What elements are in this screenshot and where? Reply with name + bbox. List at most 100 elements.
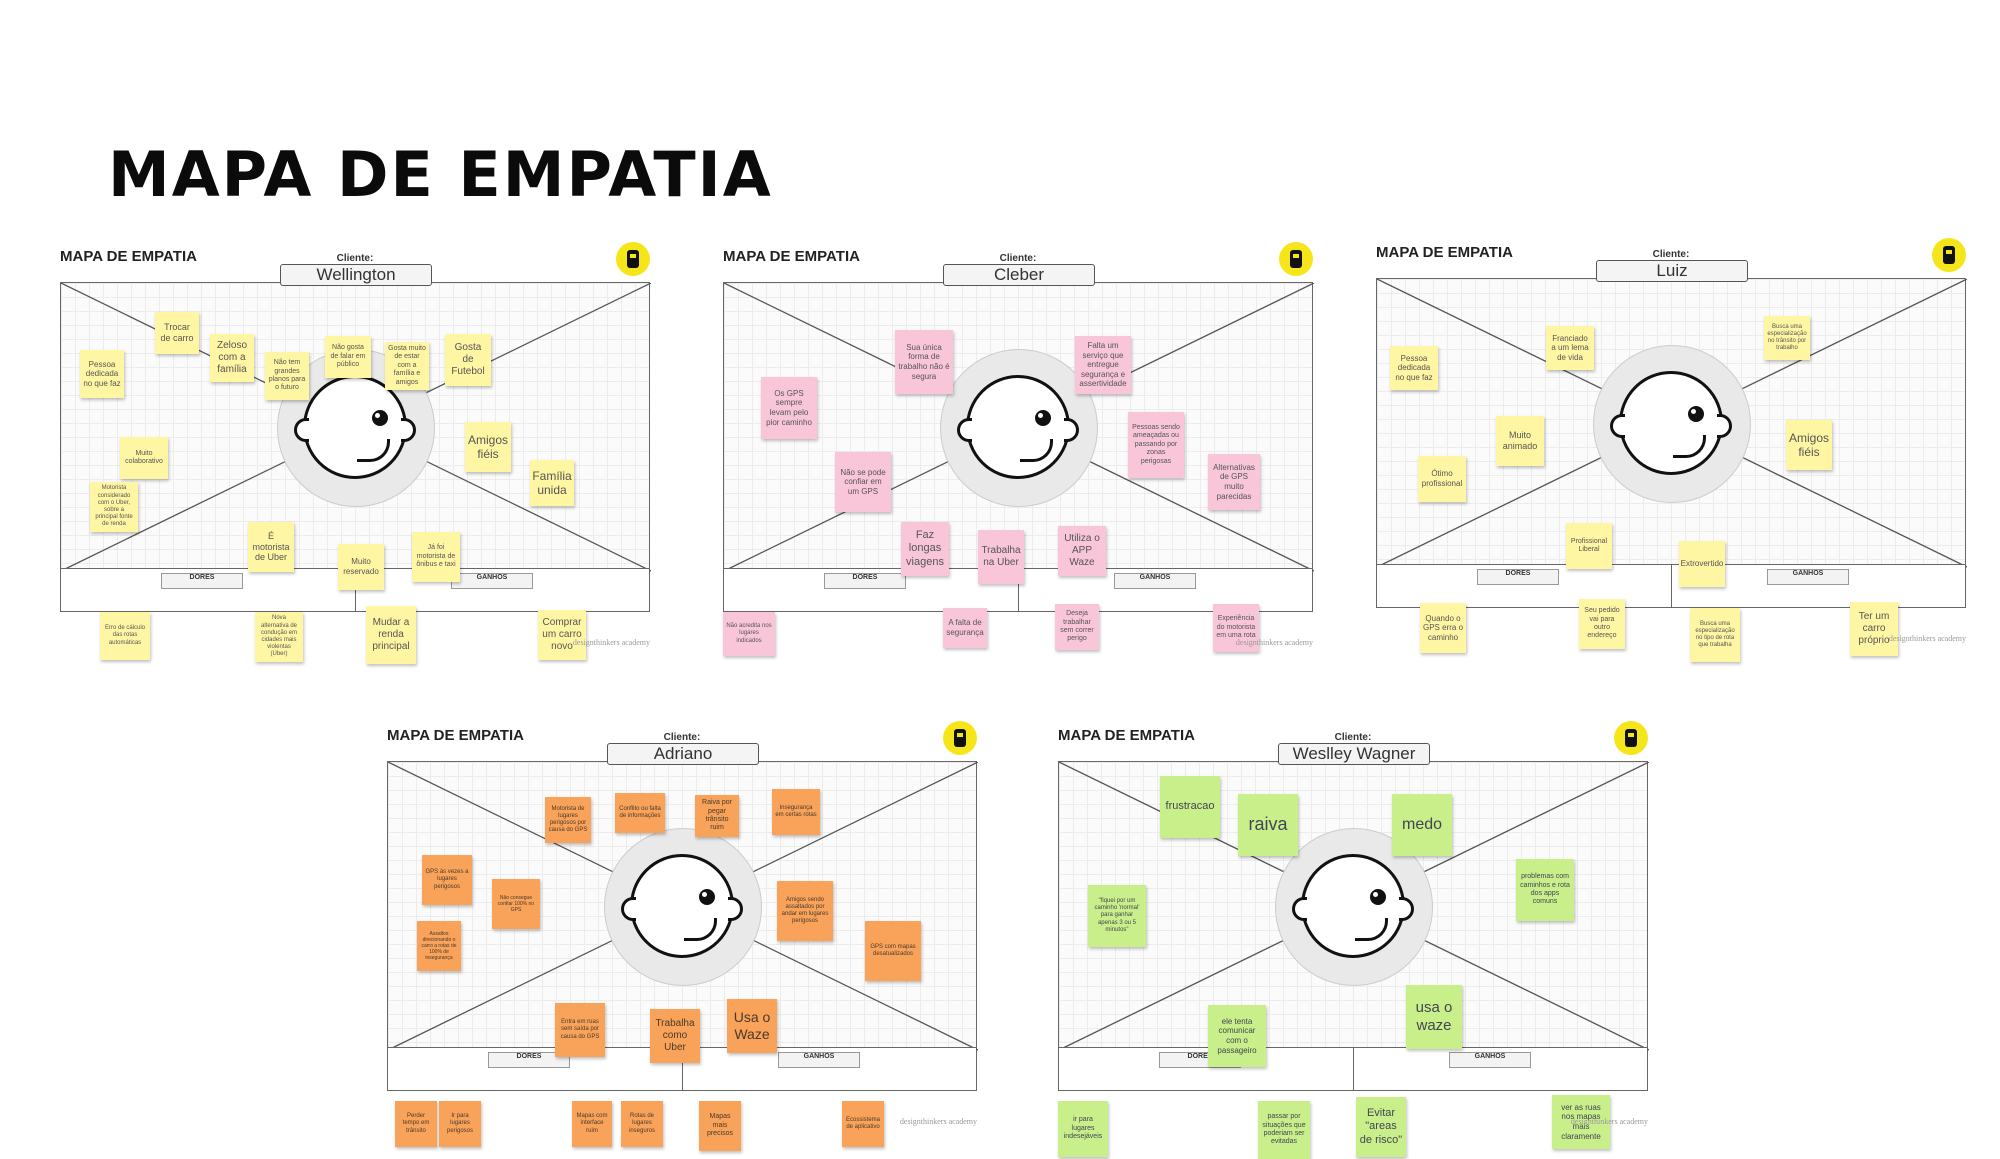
credit-text: designthinkers academy — [1888, 634, 1966, 643]
client-label: Cliente: — [1334, 732, 1372, 743]
sticky-note[interactable]: ele tenta comunicar com o passageiro — [1208, 1005, 1266, 1067]
client-label: Cliente: — [336, 253, 374, 264]
pains-label: DORES — [824, 573, 906, 589]
sticky-note[interactable]: Erro de cálculo das rotas automáticas — [100, 612, 150, 660]
sticky-note[interactable]: Faz longas viagens — [901, 522, 949, 576]
credit-text: designthinkers academy — [572, 638, 650, 647]
sticky-note[interactable]: problemas com caminhos e rota dos apps c… — [1516, 859, 1574, 921]
sticky-note[interactable]: Pessoa dedicada no que faz — [80, 350, 124, 398]
sticky-note[interactable]: Franciado a um lema de vida — [1546, 326, 1594, 370]
sticky-note[interactable]: Mudar a renda principal — [366, 606, 416, 664]
sticky-note[interactable]: Sua única forma de trabalho não é segura — [895, 330, 953, 394]
sticky-note[interactable]: Trabalha como Uber — [650, 1009, 700, 1063]
sticky-note[interactable]: Rotas de lugares inseguros — [621, 1101, 663, 1147]
sticky-note[interactable]: Amigos fiéis — [465, 422, 511, 472]
sticky-note[interactable]: Profissional Liberal — [1566, 523, 1612, 569]
sticky-note[interactable]: Não tem grandes planos para o futuro — [265, 352, 309, 400]
sticky-note[interactable]: Utiliza o APP Waze — [1058, 526, 1106, 576]
sticky-note[interactable]: Os GPS sempre levam pelo pior caminho — [761, 377, 817, 439]
sticky-note[interactable]: Quando o GPS erra o caminho — [1420, 603, 1466, 653]
sticky-note[interactable]: Mapas com interface ruim — [572, 1101, 612, 1147]
sticky-note[interactable]: Busca uma especialização no trânsito por… — [1764, 316, 1810, 360]
pains-label: DORES — [1477, 569, 1559, 585]
sticky-note[interactable]: Amigos sendo assaltados por andar em lug… — [777, 881, 833, 941]
sticky-note[interactable]: A falta de segurança — [943, 608, 987, 648]
sticky-note[interactable]: raiva — [1238, 794, 1298, 856]
sticky-note[interactable]: Pessoas sendo ameaçadas ou passando por … — [1128, 412, 1184, 478]
designthinkers-logo-icon — [1279, 242, 1313, 276]
sticky-note[interactable]: Extrovertido — [1679, 541, 1725, 587]
sticky-note[interactable]: Comprar um carro novo — [538, 610, 586, 660]
sticky-note[interactable]: Muito reservado — [338, 544, 384, 590]
sticky-note[interactable]: Motorista de lugares perigosos por causa… — [545, 797, 591, 843]
sticky-note[interactable]: Mapas mais precisos — [699, 1101, 741, 1151]
credit-text: designthinkers academy — [1570, 1117, 1648, 1126]
sticky-note[interactable]: Motorista considerado com o Uber, sobre … — [90, 482, 138, 532]
credit-text: designthinkers academy — [1235, 638, 1313, 647]
sticky-note[interactable]: Usa o Waze — [727, 999, 777, 1053]
sticky-note[interactable]: "fiquei por um caminho 'normal' para gan… — [1088, 885, 1146, 947]
sticky-note[interactable]: Busca uma especialização no tipo de rota… — [1690, 608, 1740, 662]
board-title: MAPA DE EMPATIA — [1058, 727, 1195, 744]
client-label: Cliente: — [999, 253, 1037, 264]
sticky-note[interactable]: Amigos fiéis — [1786, 420, 1832, 470]
sticky-note[interactable]: Pessoa dedicada no que faz — [1390, 346, 1438, 390]
sticky-note[interactable]: Entra em ruas sem saída por causa do GPS — [555, 1003, 605, 1057]
sticky-note[interactable]: Não gosta de falar em público — [325, 336, 371, 378]
persona-face-icon — [1610, 371, 1732, 475]
sticky-note[interactable]: Não se pode confiar em um GPS — [835, 452, 891, 512]
sticky-note[interactable]: ir para lugares indesejáveis — [1058, 1101, 1108, 1157]
sticky-note[interactable]: Seu pedido vai para outro endereço — [1579, 599, 1625, 649]
sticky-note[interactable]: Não consegue confiar 100% no GPS — [492, 879, 540, 929]
page-title: MAPA DE EMPATIA — [108, 138, 773, 211]
sticky-note[interactable]: Insegurança em certas rotas — [772, 789, 820, 835]
sticky-note[interactable]: GPS com mapas desatualizados — [865, 921, 921, 981]
board-title: MAPA DE EMPATIA — [723, 248, 860, 265]
client-name: Luiz — [1596, 260, 1748, 282]
sticky-note[interactable]: Ir para lugares perigosos — [439, 1101, 481, 1147]
sticky-note[interactable]: Família unida — [530, 460, 574, 506]
sticky-note[interactable]: usa o waze — [1406, 985, 1462, 1049]
sticky-note[interactable]: Experiência do motorista em uma rota — [1213, 604, 1259, 652]
sticky-note[interactable]: É motorista de Uber — [248, 522, 294, 572]
sticky-note[interactable]: Ter um carro próprio — [1850, 602, 1898, 656]
sticky-note[interactable]: frustracao — [1160, 776, 1220, 838]
sticky-note[interactable]: passar por situações que poderiam ser ev… — [1258, 1101, 1310, 1159]
board-title: MAPA DE EMPATIA — [387, 727, 524, 744]
sticky-note[interactable]: Nova alternativa de condução em cidades … — [255, 612, 303, 662]
sticky-note[interactable]: Não acredita nos lugares indicados — [723, 612, 775, 656]
sticky-note[interactable]: Evitar "areas de risco" — [1356, 1097, 1406, 1157]
sticky-note[interactable]: Falta um serviço que entregue segurança … — [1075, 336, 1131, 394]
sticky-note[interactable]: Perder tempo em trânsito — [395, 1101, 437, 1147]
client-name: Cleber — [943, 264, 1095, 286]
sticky-note[interactable]: Conflito ou falta de informações — [615, 793, 665, 833]
sticky-note[interactable]: Trabalha na Uber — [978, 530, 1024, 584]
sticky-note[interactable]: Raiva por pegar trânsito ruim — [695, 795, 739, 837]
sticky-note[interactable]: medo — [1392, 794, 1452, 856]
sticky-note[interactable]: Muito animado — [1496, 416, 1544, 466]
sticky-note[interactable]: Ecossistema de aplicativo — [842, 1101, 884, 1147]
sticky-note[interactable]: Muito colaborativo — [120, 437, 168, 479]
sticky-note[interactable]: Gosta de Futebol — [445, 334, 491, 386]
sticky-note[interactable]: Ótimo profissional — [1418, 456, 1466, 502]
sticky-note[interactable]: GPS às vezes a lugares perigosos — [422, 855, 472, 905]
sticky-note[interactable]: Trocar de carro — [155, 312, 199, 354]
persona-face-icon — [294, 375, 416, 479]
designthinkers-logo-icon — [616, 242, 650, 276]
sticky-note[interactable]: Já foi motorista de ônibus e taxi — [412, 532, 460, 582]
sticky-note[interactable]: Alternativas de GPS muito parecidas — [1208, 454, 1260, 510]
sticky-note[interactable]: Zeloso com a família — [210, 334, 254, 382]
pains-label: DORES — [488, 1052, 570, 1068]
sticky-note[interactable]: Gosta muito de estar com a família e ami… — [385, 342, 429, 390]
sticky-note[interactable]: Deseja trabalhar sem correr perigo — [1055, 604, 1099, 650]
sticky-note[interactable]: Assaltos direcionando o carro a rotas de… — [417, 921, 461, 971]
